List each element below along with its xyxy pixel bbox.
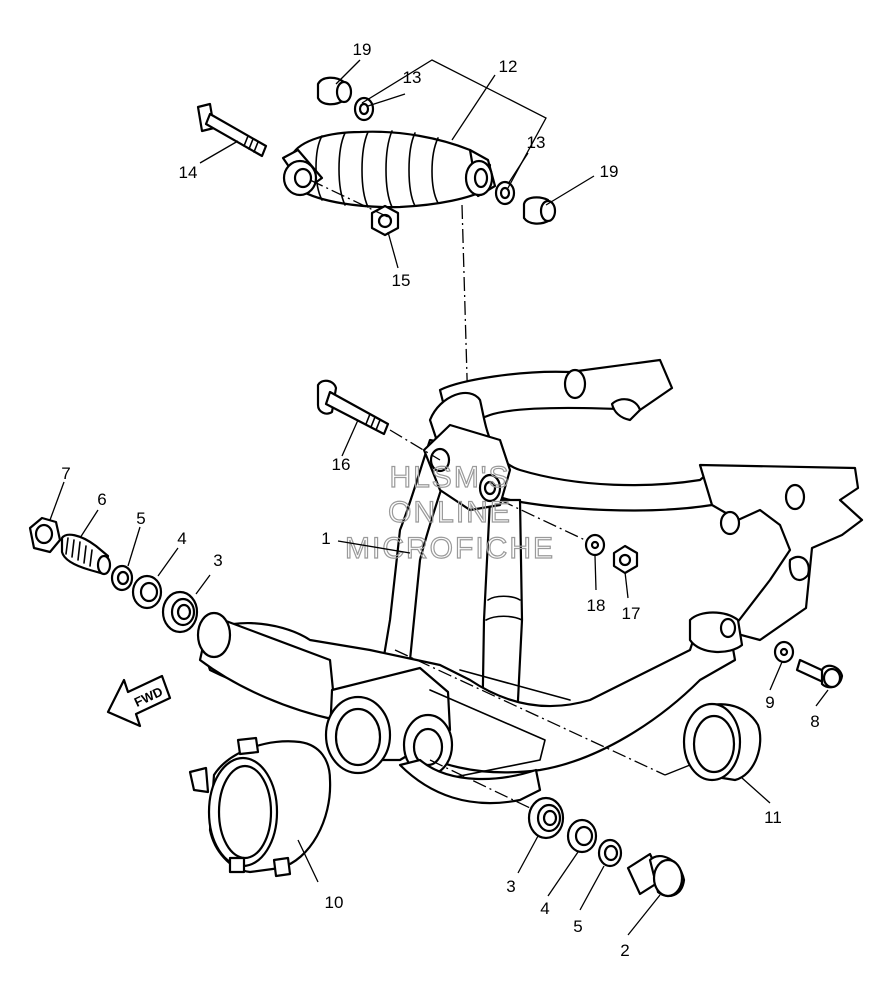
collar-19-right[interactable] (522, 196, 557, 225)
callout-14: 14 (179, 163, 198, 182)
callout-15: 15 (392, 271, 411, 290)
svg-text:ONLINE: ONLINE (388, 496, 512, 529)
collar-4-right[interactable] (566, 818, 598, 854)
bolt-8[interactable] (795, 658, 844, 689)
callout-11: 11 (764, 808, 782, 827)
bolt-14[interactable] (196, 102, 268, 158)
callout-6: 6 (97, 490, 106, 509)
washer-13-right[interactable] (494, 180, 516, 206)
svg-text:HLSM'S: HLSM'S (389, 461, 510, 494)
callout-7: 7 (61, 464, 70, 483)
svg-text:MICROFICHE: MICROFICHE (345, 532, 555, 565)
watermark: HLSM'S ONLINE MICROFICHE (344, 460, 555, 565)
nut-17[interactable] (612, 544, 639, 575)
pivot-shaft-6[interactable] (60, 533, 112, 576)
callout-1: 1 (321, 529, 330, 548)
callout-19a: 19 (353, 40, 372, 59)
callout-2: 2 (620, 941, 629, 960)
bolt-16[interactable] (316, 379, 390, 436)
callout-8: 8 (810, 712, 819, 731)
collar-19-left[interactable] (316, 76, 353, 106)
washer-9[interactable] (773, 640, 795, 664)
callout-10: 10 (325, 893, 344, 912)
callout-17: 17 (622, 604, 641, 623)
washer-18[interactable] (584, 533, 606, 557)
callout-13b: 13 (527, 133, 546, 152)
callout-18: 18 (587, 596, 606, 615)
callout-4b: 4 (540, 899, 549, 918)
nut-15[interactable] (370, 204, 400, 237)
cap-11[interactable] (682, 702, 762, 782)
forward-direction-arrow: FWD (106, 674, 172, 728)
callout-3a: 3 (213, 551, 222, 570)
callout-9: 9 (765, 693, 774, 712)
cover-10[interactable] (188, 736, 332, 878)
leader-lines (49, 59, 829, 936)
bearing-3-left[interactable] (161, 590, 199, 634)
bearing-3-right[interactable] (527, 796, 565, 840)
pivot-shaft-2[interactable] (626, 852, 686, 898)
callout-3b: 3 (506, 877, 515, 896)
callout-12: 12 (499, 57, 518, 76)
callout-16: 16 (332, 455, 351, 474)
collar-4-left[interactable] (131, 574, 163, 610)
nut-7[interactable] (28, 516, 62, 554)
callout-13a: 13 (403, 68, 422, 87)
swingarm-1[interactable] (196, 358, 864, 805)
callout-5b: 5 (573, 917, 582, 936)
collar-5-right[interactable] (597, 838, 623, 868)
callout-numbers: 1 2 3 3 4 4 5 5 6 7 8 9 10 11 12 13 13 1… (61, 40, 819, 960)
rear-shock-absorber[interactable] (281, 130, 497, 209)
callout-4a: 4 (177, 529, 186, 548)
callout-5a: 5 (136, 509, 145, 528)
washer-13-left[interactable] (353, 96, 375, 122)
collar-5-left[interactable] (110, 564, 134, 592)
callout-19b: 19 (600, 162, 619, 181)
